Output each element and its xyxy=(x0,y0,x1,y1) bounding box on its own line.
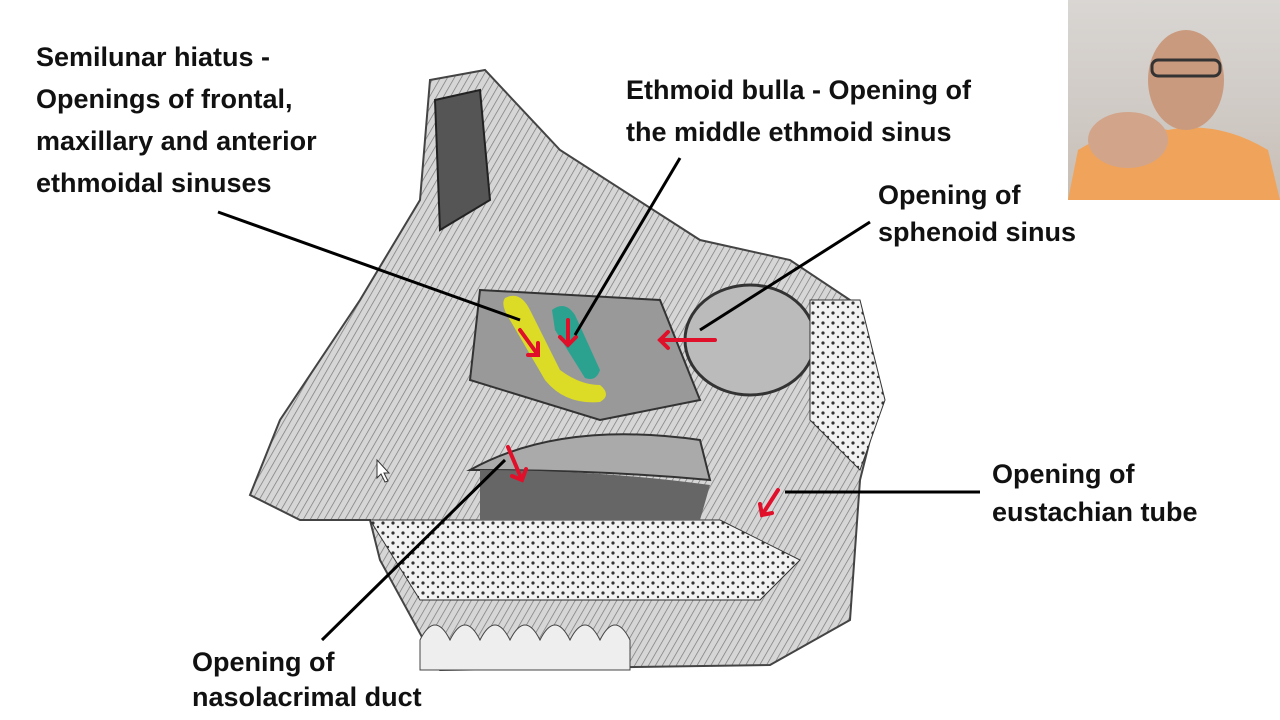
label-line: Opening of xyxy=(878,180,1021,210)
occipital-bone xyxy=(809,299,886,471)
presenter-webcam xyxy=(1068,0,1280,200)
label-nasolacrimal-duct: Opening of nasolacrimal duct xyxy=(192,645,422,715)
label-line: Opening of xyxy=(992,459,1135,489)
lower-meatus xyxy=(480,470,710,520)
label-sphenoid-sinus: Opening of sphenoid sinus xyxy=(878,177,1076,251)
red-arrows xyxy=(506,318,780,518)
label-line: Openings of frontal, xyxy=(36,84,293,114)
label-line: ethmoidal sinuses xyxy=(36,168,272,198)
label-line: the middle ethmoid sinus xyxy=(626,117,952,147)
frontal-sinus xyxy=(433,88,492,232)
label-line: maxillary and anterior xyxy=(36,126,317,156)
label-line: Opening of xyxy=(192,647,335,677)
leader-lines xyxy=(217,157,980,642)
mouse-cursor-icon xyxy=(376,458,391,483)
inferior-turbinate xyxy=(466,433,712,482)
label-eustachian-tube: Opening of eustachian tube xyxy=(992,455,1198,531)
semilunar-hiatus-highlight xyxy=(503,295,606,403)
palate-bone xyxy=(369,519,801,601)
teeth xyxy=(419,624,631,671)
label-ethmoid-bulla: Ethmoid bulla - Opening of the middle et… xyxy=(626,69,971,153)
label-line: nasolacrimal duct xyxy=(192,682,422,712)
label-line: eustachian tube xyxy=(992,497,1198,527)
label-line: Semilunar hiatus - xyxy=(36,42,271,72)
label-line: sphenoid sinus xyxy=(878,217,1077,247)
ethmoid-bulla-highlight xyxy=(552,306,600,379)
label-semilunar-hiatus: Semilunar hiatus - Openings of frontal, … xyxy=(36,36,317,204)
label-line: Ethmoid bulla - Opening of xyxy=(626,75,971,105)
presenter-silhouette xyxy=(1068,30,1280,200)
